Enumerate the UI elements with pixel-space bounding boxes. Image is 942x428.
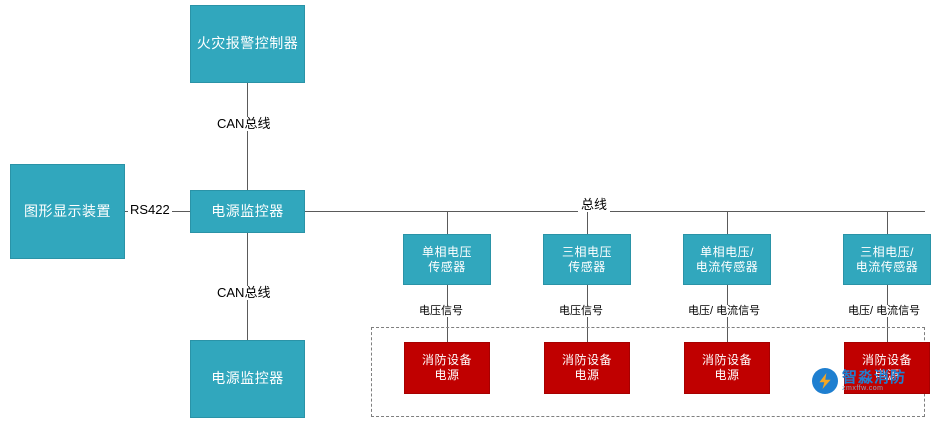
watermark-domain: zmxffw.com — [842, 385, 884, 392]
link-label-signal-3: 电压/ 电流信号 — [686, 305, 763, 318]
node-label: 电源监控器 — [211, 202, 284, 219]
node-label: 消防设备 电源 — [861, 353, 912, 382]
node-fire-power-4[interactable]: 消防设备 电源 — [844, 342, 930, 394]
connector-bus-drop-1 — [447, 211, 448, 234]
node-power-monitor-sub[interactable]: 电源监控器 — [190, 340, 305, 418]
connector-bus-drop-3 — [727, 211, 728, 234]
watermark-brand: 智淼消防 — [842, 369, 907, 386]
link-label-rs422: RS422 — [128, 202, 172, 218]
node-fire-alarm-controller[interactable]: 火灾报警控制器 — [190, 5, 305, 83]
node-label: 单相电压 传感器 — [421, 244, 472, 274]
node-fire-power-1[interactable]: 消防设备 电源 — [404, 342, 490, 394]
link-label-signal-2: 电压信号 — [557, 305, 605, 318]
link-label-can-bus-bottom: CAN总线 — [214, 285, 274, 301]
node-power-monitor-main[interactable]: 电源监控器 — [190, 190, 305, 233]
watermark: 智淼消防 zmxffw.com — [812, 368, 906, 394]
connector-bus-drop-2 — [587, 211, 588, 234]
connector-controller-to-monitor — [247, 82, 248, 190]
node-label: 三相电压 传感器 — [561, 244, 612, 274]
node-sensor-single-voltage-current[interactable]: 单相电压/ 电流传感器 — [683, 234, 771, 285]
connector-bus-drop-4 — [887, 211, 888, 234]
node-sensor-three-voltage[interactable]: 三相电压 传感器 — [543, 234, 631, 285]
node-label: 消防设备 电源 — [421, 353, 472, 382]
link-label-signal-1: 电压信号 — [417, 305, 465, 318]
node-fire-power-3[interactable]: 消防设备 电源 — [684, 342, 770, 394]
node-label: 火灾报警控制器 — [196, 35, 299, 52]
node-sensor-single-voltage[interactable]: 单相电压 传感器 — [403, 234, 491, 285]
node-sensor-three-voltage-current[interactable]: 三相电压/ 电流传感器 — [843, 234, 931, 285]
node-label: 单相电压/ 电流传感器 — [695, 244, 759, 274]
node-label: 三相电压/ 电流传感器 — [855, 244, 919, 274]
node-label: 图形显示装置 — [24, 202, 111, 219]
node-fire-power-2[interactable]: 消防设备 电源 — [544, 342, 630, 394]
connector-bus-main — [305, 211, 925, 212]
node-label: 消防设备 电源 — [701, 353, 752, 382]
link-label-can-bus-top: CAN总线 — [214, 116, 274, 132]
node-label: 电源监控器 — [211, 370, 284, 387]
link-label-signal-4: 电压/ 电流信号 — [846, 305, 923, 318]
node-graphic-display[interactable]: 图形显示装置 — [10, 164, 125, 259]
watermark-text: 智淼消防 zmxffw.com — [842, 370, 906, 392]
lightning-logo-icon — [812, 368, 838, 394]
link-label-bus: 总线 — [578, 197, 611, 213]
node-label: 消防设备 电源 — [561, 353, 612, 382]
